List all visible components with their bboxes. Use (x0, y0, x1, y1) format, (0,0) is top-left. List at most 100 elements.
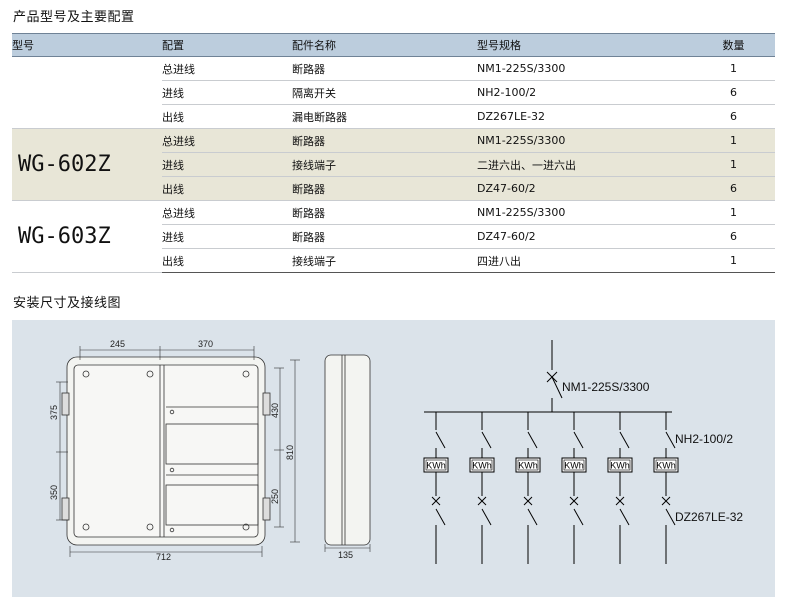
config-cell: 进线 (162, 152, 292, 177)
config-cell: 总进线 (162, 128, 292, 153)
front-dimensions (56, 346, 300, 557)
screw-hole (82, 370, 90, 378)
config-cell: 总进线 (162, 200, 292, 225)
config-cell: 进线 (162, 80, 292, 105)
side-outline (324, 354, 371, 546)
rcd-contact (435, 508, 446, 526)
table-row: 总进线 断路器 NM1-225S/3300 1 (12, 56, 775, 129)
kwh-meter-label: KWh (472, 461, 492, 471)
kwh-meter-label: KWh (518, 461, 538, 471)
rcd-cross (615, 496, 625, 506)
isolator-contact (665, 431, 676, 449)
header-config: 配置 (162, 33, 292, 57)
header-quantity: 数量 (692, 33, 775, 57)
config-cell: 出线 (162, 176, 292, 201)
mounting-plate (165, 423, 259, 465)
side-dim-bottom: 135 (338, 550, 353, 560)
screw-hole (82, 523, 90, 531)
screw-hole (169, 409, 175, 415)
rcd-cross (569, 496, 579, 506)
table-row: 进线 接线端子 二进六出、一进六出 1 (12, 152, 775, 177)
rcd-contact (619, 508, 630, 526)
main-breaker-label: NM1-225S/3300 (562, 380, 650, 394)
kwh-meter-inner (563, 459, 585, 471)
quantity-cell: 1 (692, 200, 775, 225)
dim-left-top: 375 (49, 405, 59, 420)
install-heading: 安装尺寸及接线图 (13, 296, 122, 311)
config-cell: 出线 (162, 248, 292, 273)
config-cell: 进线 (162, 224, 292, 249)
dim-right-total: 810 (285, 445, 295, 460)
table-row: WG-602Z 总进线 断路器 NM1-225S/3300 1 (12, 128, 775, 201)
spec-cell: NM1-225S/3300 (477, 56, 692, 81)
rcd-cross (477, 496, 487, 506)
kwh-meter-label: KWh (564, 461, 584, 471)
table-row: 进线 断路器 DZ47-60/2 6 (12, 224, 775, 249)
dim-top-right: 370 (198, 339, 213, 349)
installation-drawing: 245 370 375 350 430 250 810 712 135 (49, 339, 743, 564)
part-name-cell: 断路器 (292, 176, 477, 201)
config-heading: 产品型号及主要配置 (13, 10, 135, 25)
quantity-cell: 6 (692, 80, 775, 105)
kwh-meter-inner (425, 459, 447, 471)
model-cell (12, 56, 162, 129)
latch (262, 497, 271, 521)
table-row: 出线 接线端子 四进八出 1 (12, 248, 775, 273)
screw-hole (169, 527, 175, 533)
part-name-cell: 断路器 (292, 224, 477, 249)
part-name-cell: 漏电断路器 (292, 104, 477, 129)
config-cell: 出线 (162, 104, 292, 129)
isolator-contact (527, 431, 538, 449)
installation-drawing-panel: 245 370 375 350 430 250 810 712 135 (12, 320, 775, 597)
kwh-meter-inner (471, 459, 493, 471)
quantity-cell: 6 (692, 224, 775, 249)
isolator-contact (481, 431, 492, 449)
spec-cell: DZ47-60/2 (477, 176, 692, 201)
screw-hole (146, 370, 154, 378)
quantity-cell: 1 (692, 56, 775, 81)
kwh-meter-inner (609, 459, 631, 471)
table-row: 进线 隔离开关 NH2-100/2 6 (12, 80, 775, 105)
spec-cell: NM1-225S/3300 (477, 128, 692, 153)
spec-cell: DZ267LE-32 (477, 104, 692, 129)
screw-hole (146, 523, 154, 531)
main-breaker-contact (551, 376, 563, 399)
screw-hole (242, 370, 250, 378)
table-row: WG-603Z 总进线 断路器 NM1-225S/3300 1 (12, 200, 775, 273)
spec-cell: DZ47-60/2 (477, 224, 692, 249)
rcd-contact (573, 508, 584, 526)
part-name-cell: 断路器 (292, 128, 477, 153)
isolator-label: NH2-100/2 (675, 432, 733, 446)
dim-top-left: 245 (110, 339, 125, 349)
part-name-cell: 断路器 (292, 200, 477, 225)
dim-right-1: 430 (270, 403, 280, 418)
kwh-meter-label: KWh (426, 461, 446, 471)
quantity-cell: 6 (692, 104, 775, 129)
side-view (324, 354, 371, 552)
dim-bottom: 712 (156, 552, 171, 562)
rcd-cross (661, 496, 671, 506)
header-model: 型号 (12, 33, 162, 57)
hinge (61, 392, 70, 416)
dim-left-bottom: 350 (49, 485, 59, 500)
model-cell: WG-602Z (12, 128, 162, 201)
config-cell: 总进线 (162, 56, 292, 81)
header-part-name: 配件名称 (292, 33, 477, 57)
latch (262, 392, 271, 416)
quantity-cell: 1 (692, 248, 775, 273)
part-name-cell: 接线端子 (292, 152, 477, 177)
rcd-contact (665, 508, 676, 526)
wiring-diagram (424, 340, 672, 413)
part-name-cell: 断路器 (292, 56, 477, 81)
dim-right-2: 250 (270, 489, 280, 504)
spec-cell: NM1-225S/3300 (477, 200, 692, 225)
part-name-cell: 接线端子 (292, 248, 477, 273)
mounting-plate (165, 484, 259, 526)
header-spec: 型号规格 (477, 33, 692, 57)
kwh-meter-label: KWh (610, 461, 630, 471)
spec-cell: 四进八出 (477, 248, 692, 273)
kwh-meter-inner (517, 459, 539, 471)
isolator-contact (435, 431, 446, 449)
quantity-cell: 6 (692, 176, 775, 201)
